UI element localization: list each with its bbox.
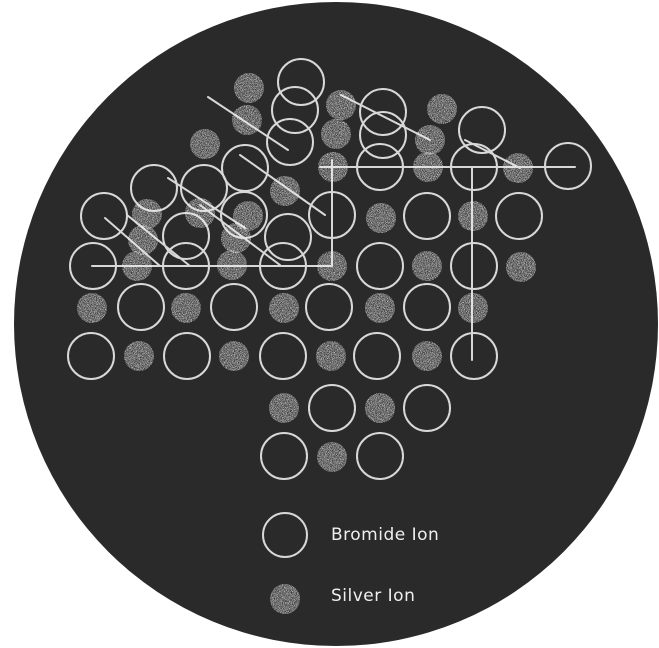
silver-ion <box>365 393 395 423</box>
silver-ion <box>365 293 395 323</box>
silver-ion <box>317 251 347 281</box>
silver-ion-icon <box>270 584 300 614</box>
legend-bromide-label: Bromide Ion <box>331 525 439 545</box>
silver-ion <box>122 251 152 281</box>
silver-ion <box>132 199 162 229</box>
silver-ion <box>413 152 443 182</box>
silver-ion <box>458 293 488 323</box>
silver-ion <box>427 94 457 124</box>
silver-ion <box>217 250 247 280</box>
legend-silver-label: Silver Ion <box>331 586 415 606</box>
silver-ion <box>128 225 158 255</box>
silver-ion <box>269 393 299 423</box>
silver-ion <box>77 293 107 323</box>
silver-ion <box>316 341 346 371</box>
silver-ion <box>270 176 300 206</box>
silver-ion <box>190 129 220 159</box>
silver-ion <box>503 153 533 183</box>
silver-ion <box>415 125 445 155</box>
silver-ion <box>219 341 249 371</box>
silver-ion <box>185 198 215 228</box>
silver-ion <box>412 251 442 281</box>
silver-ion <box>366 203 396 233</box>
silver-ion <box>269 293 299 323</box>
silver-ion <box>234 73 264 103</box>
silver-ion <box>317 442 347 472</box>
silver-ion <box>221 223 251 253</box>
silver-ion <box>321 119 351 149</box>
silver-ion <box>232 105 262 135</box>
silver-ion <box>506 252 536 282</box>
silver-ion <box>318 152 348 182</box>
silver-ion <box>326 90 356 120</box>
silver-ion <box>171 293 201 323</box>
silver-ion <box>124 341 154 371</box>
silver-ion <box>458 201 488 231</box>
silver-ion <box>412 341 442 371</box>
